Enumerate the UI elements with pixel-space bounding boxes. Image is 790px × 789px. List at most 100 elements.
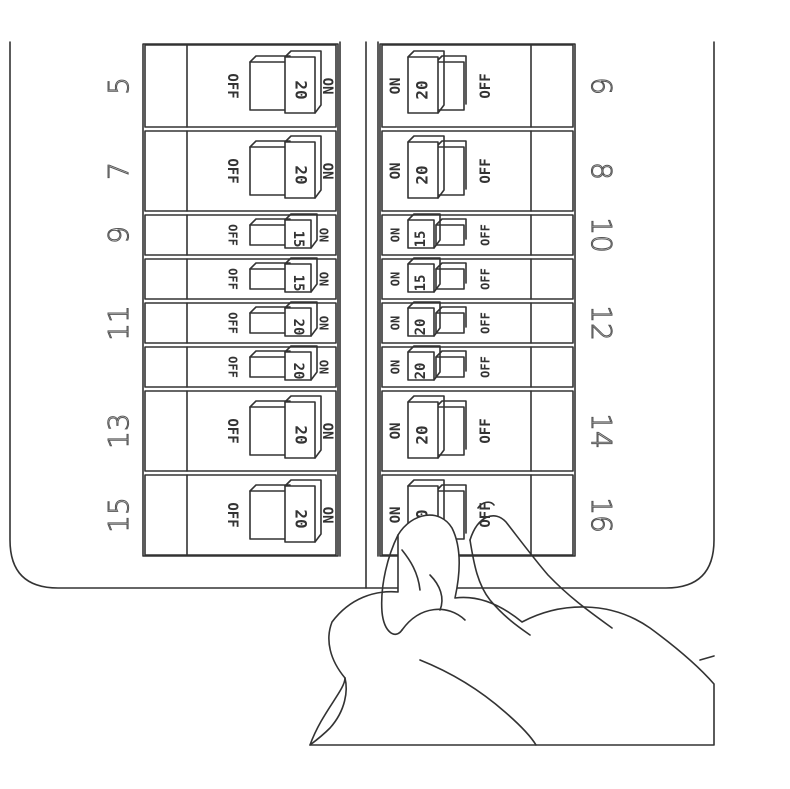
toggle-cap-edge (284, 301, 318, 337)
off-label: OFF (224, 73, 240, 98)
toggle-lever (249, 146, 289, 196)
toggle-cap (284, 351, 312, 381)
toggle-cap (407, 263, 435, 293)
breaker-body (144, 214, 337, 256)
toggle-lever (435, 406, 465, 456)
hand-illustration (309, 501, 715, 746)
toggle-lever-top (435, 218, 467, 240)
toggle-lever-top (435, 262, 467, 284)
circuit-number: 12 (585, 305, 618, 341)
off-label: OFF (226, 268, 240, 290)
toggle-lever (249, 406, 289, 456)
off-label: OFF (478, 73, 494, 98)
toggle-cap-edge (284, 50, 322, 114)
on-label: ON (389, 228, 403, 242)
off-label: OFF (478, 418, 494, 443)
toggle-lever-top (249, 140, 291, 148)
circuit-number: 10 (585, 217, 618, 253)
breaker-body (144, 258, 337, 300)
toggle-lever-top (435, 484, 467, 534)
toggle-lever-top (249, 55, 291, 63)
toggle-lever-top (435, 400, 467, 450)
toggle-cap (284, 485, 316, 543)
right-breaker-1[interactable]: 20 ON OFF 6 (381, 44, 619, 128)
right-breaker-3[interactable]: 15 ON OFF 10 (381, 213, 619, 256)
toggle-cap-edge (284, 257, 318, 293)
toggle-lever (249, 61, 289, 111)
circuit-number: 14 (585, 413, 618, 449)
circuit-number: 9 (102, 226, 135, 244)
toggle-cap-edge (284, 479, 322, 543)
on-label: ON (317, 316, 331, 330)
toggle-lever (435, 268, 465, 290)
circuit-number: 7 (102, 162, 135, 180)
toggle-cap-edge (284, 395, 322, 459)
breaker-body (381, 474, 574, 556)
toggle-cap-edge (407, 50, 445, 114)
toggle-lever-top (249, 262, 291, 270)
amp-rating: 20 (413, 80, 432, 99)
off-label: OFF (224, 502, 240, 527)
left-breaker-5[interactable]: 20 ON OFF 11 (102, 301, 337, 344)
left-breaker-1[interactable]: 20 ON OFF 5 (102, 44, 337, 128)
toggle-lever-top (249, 218, 291, 226)
amp-rating: 15 (413, 231, 429, 248)
breaker-body (381, 390, 574, 472)
amp-rating: 20 (292, 425, 311, 444)
toggle-lever-top (435, 306, 467, 328)
circuit-number: 11 (102, 305, 135, 341)
toggle-lever (435, 356, 465, 378)
toggle-lever (435, 312, 465, 334)
amp-rating: 20 (290, 319, 306, 336)
amp-rating: 20 (292, 80, 311, 99)
off-label: OFF (479, 312, 493, 334)
amp-rating: 20 (413, 363, 429, 380)
on-label: ON (319, 78, 335, 95)
off-label: OFF (479, 224, 493, 246)
toggle-cap (407, 351, 435, 381)
circuit-number: 6 (585, 77, 618, 95)
off-label: OFF (224, 158, 240, 183)
on-label: ON (389, 360, 403, 374)
toggle-cap-edge (407, 345, 441, 381)
panel-outline (9, 41, 715, 589)
toggle-lever (249, 224, 289, 246)
on-label: ON (388, 507, 404, 524)
on-label: ON (389, 272, 403, 286)
breaker-body (144, 390, 337, 472)
breaker-body (144, 130, 337, 212)
right-breaker-frame (379, 43, 576, 557)
toggle-lever-top (435, 140, 467, 190)
breaker-body (144, 44, 337, 128)
circuit-number: 5 (102, 77, 135, 95)
toggle-cap (407, 141, 439, 199)
toggle-cap (284, 401, 316, 459)
on-label: ON (388, 423, 404, 440)
toggle-cap-edge (407, 135, 445, 199)
off-label: OFF (226, 312, 240, 334)
toggle-cap-edge (407, 301, 441, 337)
on-label: ON (319, 423, 335, 440)
left-breaker-frame (142, 43, 339, 557)
toggle-lever-top (249, 400, 291, 408)
toggle-cap-edge (284, 135, 322, 199)
off-label: OFF (224, 418, 240, 443)
amp-rating: 20 (292, 165, 311, 184)
toggle-cap-edge (284, 345, 318, 381)
toggle-lever (249, 490, 289, 540)
toggle-cap (407, 307, 435, 337)
on-label: ON (388, 78, 404, 95)
